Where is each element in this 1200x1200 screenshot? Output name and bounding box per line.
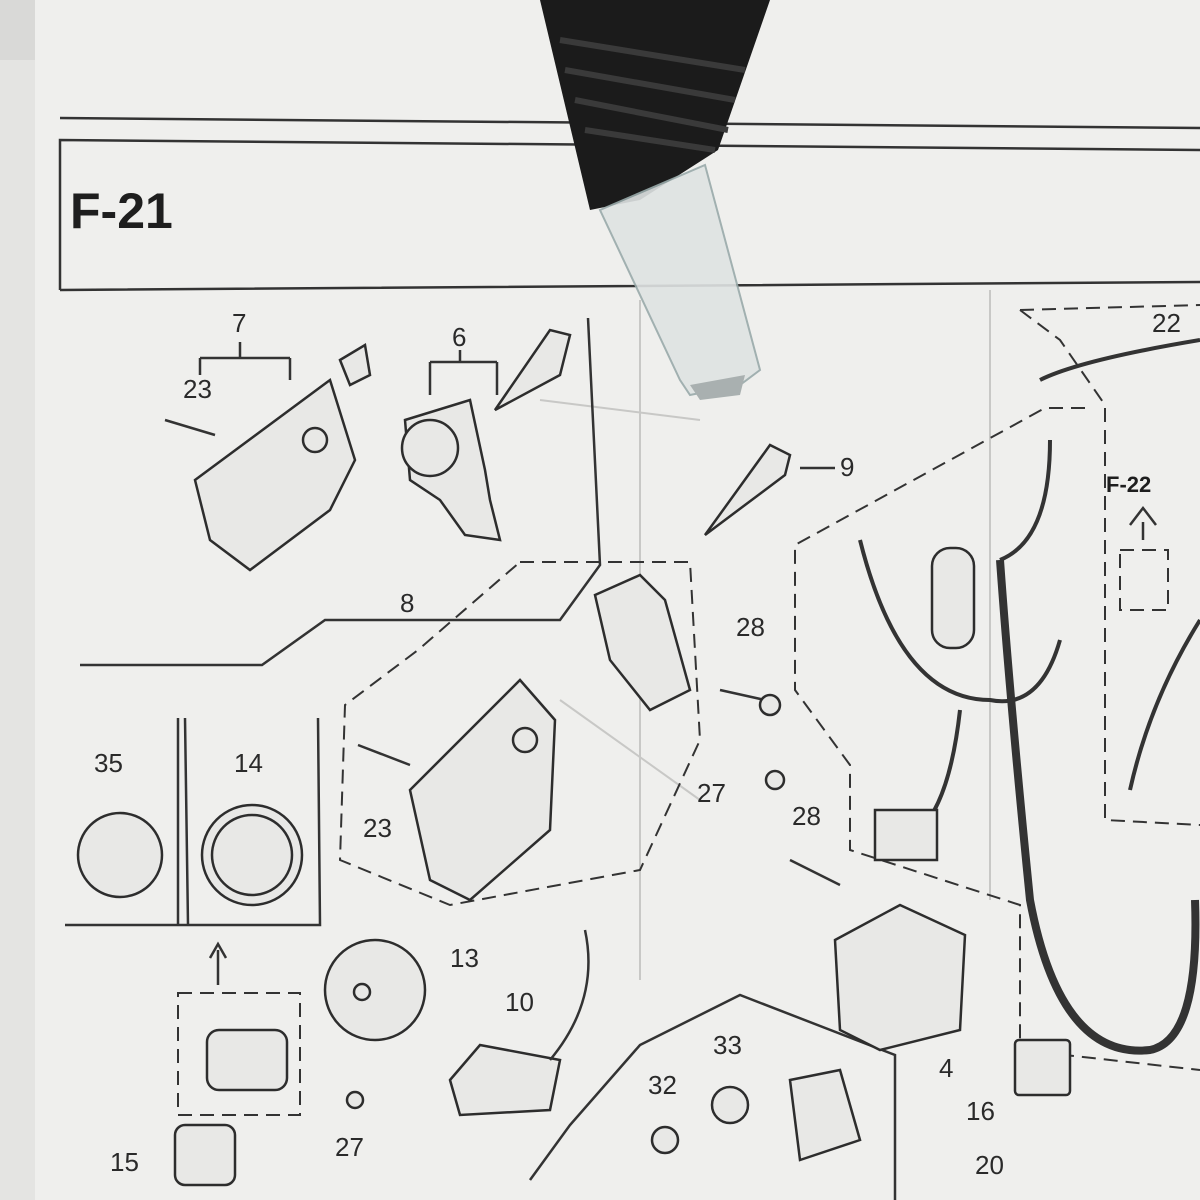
collar-32 xyxy=(650,1125,680,1155)
switch-35 xyxy=(76,811,164,899)
lock-set-frame xyxy=(338,561,702,907)
callout-32: 32 xyxy=(648,1070,677,1100)
right-subframe xyxy=(1019,304,1200,826)
detail-box-f22 xyxy=(1119,549,1169,611)
switch-frame xyxy=(65,717,322,927)
cable-22 xyxy=(1039,338,1200,791)
screw-23b xyxy=(357,743,411,767)
section-code: F-21 xyxy=(70,183,173,239)
callout-22: 22 xyxy=(1152,308,1181,338)
screw-23 xyxy=(164,418,216,437)
ignition-frame xyxy=(80,317,602,667)
reference-code: F-22 xyxy=(1106,472,1151,497)
callout-16: 16 xyxy=(966,1096,995,1126)
callout-13: 13 xyxy=(450,943,479,973)
callout-35: 35 xyxy=(94,748,123,778)
horn-center xyxy=(352,982,372,1002)
lock-cylinder-8 xyxy=(408,573,692,902)
relay-wire xyxy=(549,929,590,1061)
callout-4: 4 xyxy=(939,1053,953,1083)
callout-27: 27 xyxy=(697,778,726,808)
callout-33: 33 xyxy=(713,1030,742,1060)
horn-13 xyxy=(323,938,427,1042)
relay-16 xyxy=(1013,1038,1072,1097)
switch-detail xyxy=(205,1028,289,1092)
bolt-28b xyxy=(789,858,841,887)
arrow-up xyxy=(208,941,228,985)
bracket-6 xyxy=(428,350,499,395)
key-9 xyxy=(703,443,792,536)
callout-27b: 27 xyxy=(335,1132,364,1162)
callout-28: 28 xyxy=(736,612,765,642)
callout-6: 6 xyxy=(452,322,466,352)
callout-15: 15 xyxy=(110,1147,139,1177)
callout-14: 14 xyxy=(234,748,263,778)
bracket-7 xyxy=(198,342,292,380)
callout-9: 9 xyxy=(840,452,854,482)
bolt-27a xyxy=(764,769,786,791)
switch-14-inner xyxy=(210,813,294,897)
bolt-28a-head xyxy=(758,693,782,717)
pen xyxy=(540,0,770,400)
ignition-ring-6 xyxy=(400,328,572,542)
bolt-28a xyxy=(719,688,766,702)
callout-20: 20 xyxy=(975,1150,1004,1180)
lower-frame xyxy=(528,993,897,1200)
header-frame xyxy=(58,138,1200,292)
band-15 xyxy=(173,1123,237,1187)
callout-10: 10 xyxy=(505,987,534,1017)
harness-frame xyxy=(794,407,1200,1071)
callout-8: 8 xyxy=(400,588,414,618)
grommet-33 xyxy=(710,1085,750,1125)
harness-connector xyxy=(873,808,939,862)
bolt-27b xyxy=(345,1090,365,1110)
capacitor xyxy=(930,546,976,650)
main-harness xyxy=(996,559,1200,1055)
callout-7: 7 xyxy=(232,308,246,338)
socket xyxy=(788,1068,862,1162)
lock-cylinder-7 xyxy=(193,342,372,572)
callout-23: 23 xyxy=(183,374,212,404)
relay-10 xyxy=(448,1043,562,1117)
callout-23b: 23 xyxy=(363,813,392,843)
regulator-4 xyxy=(833,903,967,1052)
callout-28b: 28 xyxy=(792,801,821,831)
arrow-f22 xyxy=(1129,505,1157,540)
switch-detail-frame xyxy=(177,992,301,1116)
